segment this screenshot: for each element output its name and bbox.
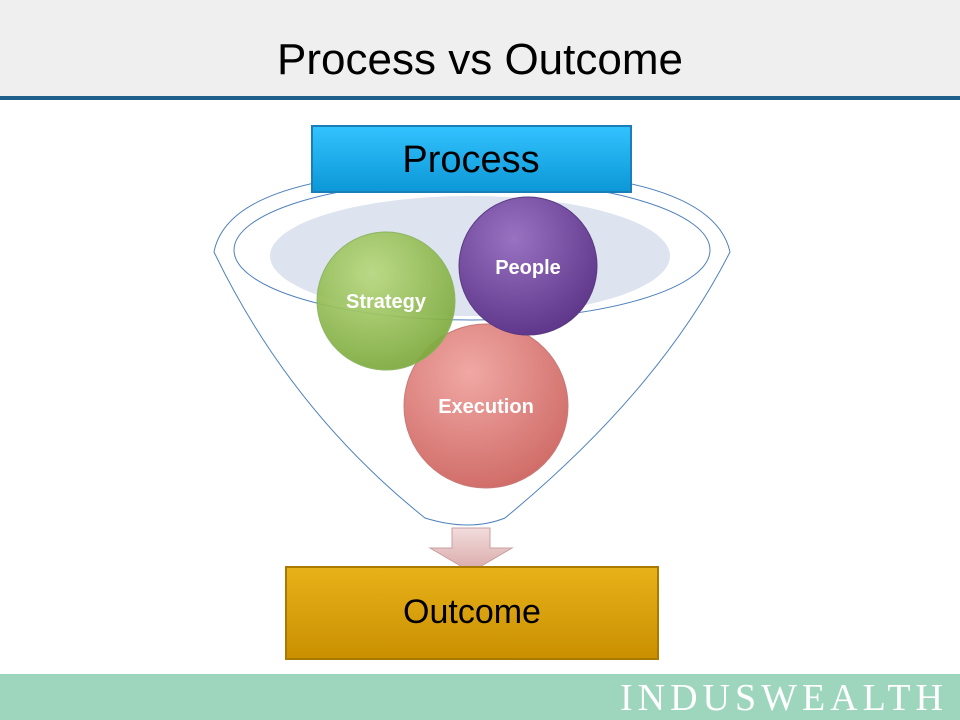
strategy-label: Strategy (346, 291, 427, 313)
outcome-label: Outcome (403, 593, 541, 631)
outcome-box (285, 566, 659, 660)
people-circle (458, 196, 598, 336)
people-label: People (495, 257, 561, 279)
execution-label: Execution (438, 396, 534, 418)
footer-bar (0, 674, 960, 720)
execution-circle (403, 323, 569, 489)
title-divider (0, 96, 960, 100)
process-box (311, 125, 632, 193)
brand-logo: INDUSWEALTH (619, 677, 948, 719)
title-bar (0, 0, 960, 97)
down-arrow-icon (428, 527, 514, 573)
strategy-circle (316, 231, 456, 371)
slide-title: Process vs Outcome (277, 35, 683, 84)
process-label: Process (402, 139, 539, 181)
